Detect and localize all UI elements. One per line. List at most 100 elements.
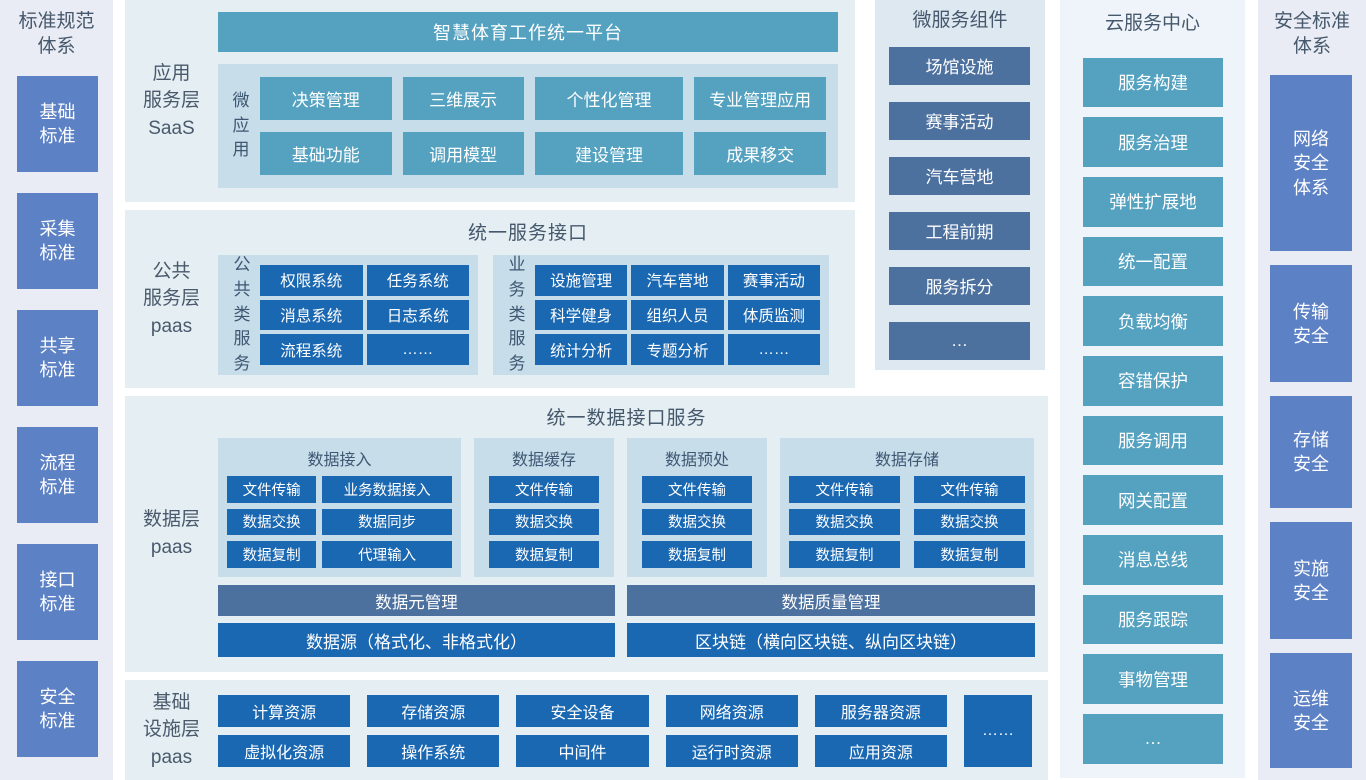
data-storage-group: 数据存储 文件传输 文件传输 数据交换 数据交换 数据复制 数据复制 [780, 438, 1034, 577]
infra-more-box: …… [963, 695, 1032, 767]
blockchain-bar: 区块链（横向区块链、纵向区块链） [627, 623, 1035, 657]
public-service-box: 权限系统 [260, 265, 363, 296]
data-preprocess-grid: 文件传输 数据交换 数据复制 [636, 476, 758, 568]
microservice-box: 工程前期 [889, 211, 1030, 250]
public-service-box: 流程系统 [260, 334, 363, 365]
data-cache-box: 数据复制 [489, 541, 599, 568]
saas-app-box: 决策管理 [260, 77, 392, 120]
data-storage-box: 文件传输 [789, 476, 900, 503]
data-quality-bar: 数据质量管理 [627, 585, 1035, 616]
infra-resource-box: 运行时资源 [665, 735, 798, 767]
business-services-vertical-label: 业务类服务 [508, 255, 526, 373]
data-cache-title: 数据缓存 [511, 452, 576, 469]
business-services-grid: 设施管理 汽车营地 赛事活动 科学健身 组织人员 体质监测 统计分析 专题分析 … [535, 265, 820, 365]
data-layer-label: 数据层 paas [142, 509, 200, 558]
micro-apps-grid: 决策管理 三维展示 个性化管理 专业管理应用 基础功能 调用模型 建设管理 成果… [260, 77, 826, 175]
saas-app-box: 专业管理应用 [694, 77, 826, 120]
data-access-box: 数据复制 [227, 541, 317, 568]
data-preprocess-box: 数据复制 [642, 541, 752, 568]
infra-resource-box: 操作系统 [367, 735, 500, 767]
cloud-service-box: 服务跟踪 [1083, 594, 1223, 645]
standards-system-sidebar: 标准规范 体系 基础 标准 采集 标准 共享 标准 流程 标准 接口 标准 安全… [0, 0, 113, 780]
cloud-service-box: 容错保护 [1083, 356, 1223, 406]
infra-resource-box: 服务器资源 [814, 695, 947, 727]
security-standard-box: 实施 安全 [1270, 522, 1352, 640]
data-access-title: 数据接入 [307, 452, 372, 469]
standard-box: 安全 标准 [17, 661, 98, 758]
business-service-box: 专题分析 [631, 334, 724, 365]
security-standard-box: 运维 安全 [1270, 653, 1352, 769]
security-standards-sidebar: 安全标准 体系 网络 安全 体系 传输 安全 存储 安全 实施 安全 运维 安全 [1258, 0, 1366, 780]
standard-box: 共享 标准 [17, 310, 98, 407]
data-cache-group: 数据缓存 文件传输 数据交换 数据复制 [474, 438, 614, 577]
data-storage-box: 数据复制 [789, 541, 900, 568]
microservices-title: 微服务组件 [912, 10, 1008, 31]
business-service-box: 赛事活动 [727, 265, 820, 296]
microservice-box: … [889, 321, 1030, 360]
infra-resource-box: 虚拟化资源 [218, 735, 351, 767]
data-cache-box: 文件传输 [489, 476, 599, 503]
data-storage-title: 数据存储 [874, 452, 939, 469]
data-preprocess-group: 数据预处 文件传输 数据交换 数据复制 [627, 438, 767, 577]
cloud-service-box: 弹性扩展地 [1083, 177, 1223, 227]
data-preprocess-title: 数据预处 [664, 452, 729, 469]
standard-box: 流程 标准 [17, 427, 98, 524]
public-services-vertical-label: 公共类服务 [233, 255, 251, 373]
application-service-layer-panel: 应用 服务层 SaaS 智慧体育工作统一平台 微应用 决策管理 三维展示 个性化… [125, 0, 855, 202]
micro-app-vertical-label: 微应用 [232, 91, 250, 160]
saas-app-box: 建设管理 [534, 132, 684, 175]
saas-app-box: 三维展示 [402, 77, 524, 120]
public-services-group: 公共类服务 权限系统 任务系统 消息系统 日志系统 流程系统 …… [218, 255, 478, 375]
saas-app-box: 成果移交 [694, 132, 826, 175]
public-service-layer-panel: 公共 服务层 paas 统一服务接口 公共类服务 权限系统 任务系统 消息系统 … [125, 210, 855, 388]
cloud-service-box: 事物管理 [1083, 654, 1223, 705]
microservices-column: 微服务组件 场馆设施 赛事活动 汽车营地 工程前期 服务拆分 … [875, 0, 1045, 370]
cloud-service-box: 统一配置 [1083, 236, 1223, 287]
data-layer-panel: 数据层 paas 统一数据接口服务 数据接入 文件传输 业务数据接入 数据交换 … [125, 396, 1048, 672]
cloud-service-box: 消息总线 [1083, 535, 1223, 585]
data-access-box: 代理输入 [322, 541, 452, 568]
business-service-box: 汽车营地 [631, 265, 724, 296]
saas-app-box: 基础功能 [260, 132, 392, 175]
standards-system-title: 标准规范 体系 [18, 11, 95, 57]
cloud-service-box: 服务调用 [1083, 415, 1223, 466]
data-storage-grid: 文件传输 文件传输 数据交换 数据交换 数据复制 数据复制 [789, 476, 1025, 568]
business-service-box: 组织人员 [631, 299, 724, 331]
data-source-bar: 数据源（格式化、非格式化） [218, 623, 615, 657]
cloud-service-box: 服务治理 [1083, 117, 1223, 168]
microservice-box: 汽车营地 [889, 156, 1030, 195]
microservice-box: 赛事活动 [889, 101, 1030, 140]
infra-resource-box: 计算资源 [218, 695, 351, 727]
security-standards-title: 安全标准 体系 [1273, 11, 1350, 57]
micro-apps-subpanel: 微应用 决策管理 三维展示 个性化管理 专业管理应用 基础功能 调用模型 建设管… [218, 64, 838, 188]
data-cache-grid: 文件传输 数据交换 数据复制 [483, 476, 605, 568]
paas-layer-label: 公共 服务层 paas [142, 260, 200, 337]
infra-resource-box: 中间件 [516, 735, 649, 767]
infrastructure-layer-panel: 基础 设施层 paas 计算资源 存储资源 安全设备 网络资源 服务器资源 虚拟… [125, 680, 1048, 780]
standards-list: 基础 标准 采集 标准 共享 标准 流程 标准 接口 标准 安全 标准 [17, 76, 98, 758]
cloud-center-title: 云服务中心 [1104, 13, 1200, 34]
public-service-box: 消息系统 [260, 299, 363, 331]
data-access-box: 数据交换 [227, 508, 317, 536]
public-service-box: 日志系统 [366, 299, 469, 331]
data-storage-box: 文件传输 [914, 476, 1025, 503]
standard-box: 采集 标准 [17, 193, 98, 290]
microservice-box: 场馆设施 [889, 46, 1030, 85]
data-preprocess-box: 数据交换 [642, 508, 752, 536]
data-preprocess-box: 文件传输 [642, 476, 752, 503]
cloud-service-box: … [1083, 714, 1223, 764]
cloud-service-box: 负载均衡 [1083, 296, 1223, 347]
cloud-services-list: 服务构建 服务治理 弹性扩展地 统一配置 负载均衡 容错保护 服务调用 网关配置… [1083, 57, 1223, 764]
business-service-box: 科学健身 [535, 299, 628, 331]
infrastructure-grid: 计算资源 存储资源 安全设备 网络资源 服务器资源 虚拟化资源 操作系统 中间件… [218, 695, 1032, 767]
data-storage-box: 数据交换 [789, 508, 900, 536]
infra-resource-box: 应用资源 [814, 735, 947, 767]
business-service-box: 统计分析 [535, 334, 628, 365]
cloud-service-center-column: 云服务中心 服务构建 服务治理 弹性扩展地 统一配置 负载均衡 容错保护 服务调… [1060, 0, 1245, 778]
data-access-box: 数据同步 [322, 508, 452, 536]
metadata-management-bar: 数据元管理 [218, 585, 615, 616]
data-storage-box: 数据交换 [914, 508, 1025, 536]
microservices-list: 场馆设施 赛事活动 汽车营地 工程前期 服务拆分 … [889, 46, 1030, 360]
infra-resource-box: 网络资源 [665, 695, 798, 727]
data-storage-box: 数据复制 [914, 541, 1025, 568]
